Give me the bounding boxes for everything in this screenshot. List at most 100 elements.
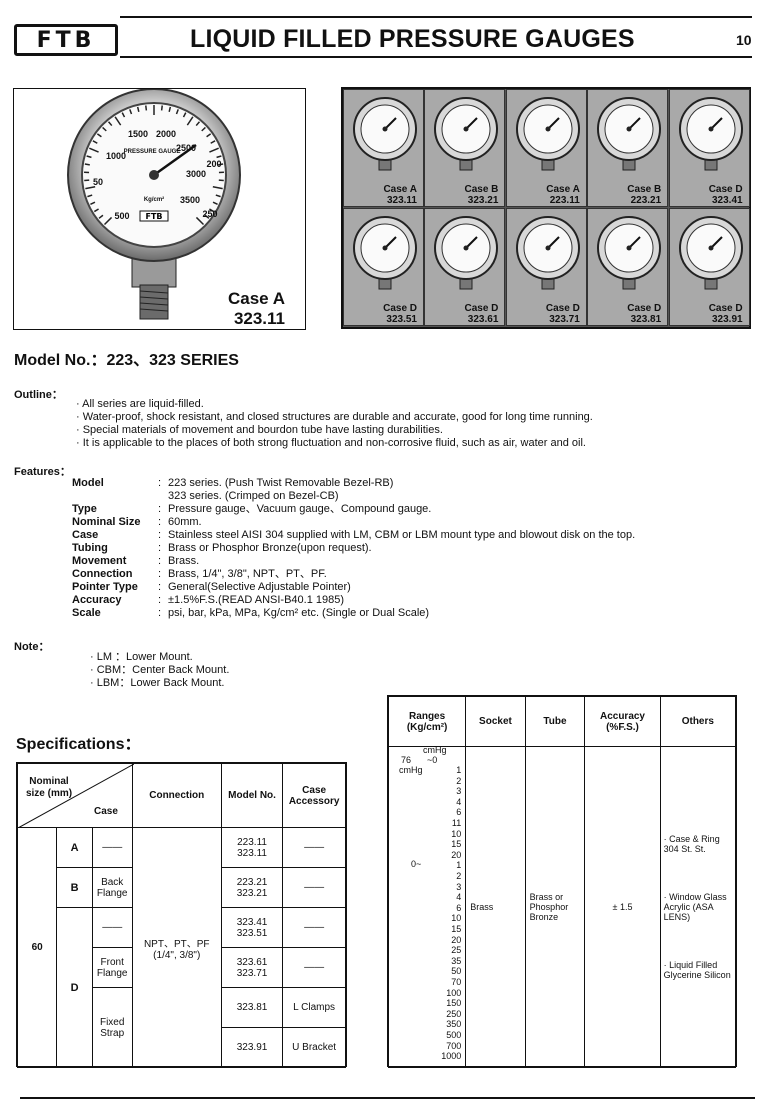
feature-colon: : — [158, 555, 162, 567]
front-flange: Front Flange — [91, 947, 133, 988]
feature-key: Scale — [72, 607, 101, 619]
range-value: 50 — [451, 966, 462, 977]
page-title: LIQUID FILLED PRESSURE GAUGES — [190, 25, 635, 53]
range-value: 35 — [451, 955, 462, 966]
range-value: 1000 — [441, 1051, 462, 1062]
gauge-icon — [515, 97, 580, 171]
vacuum-unit: cmHg — [423, 745, 447, 755]
dial-tick — [209, 147, 219, 153]
vacuum-value: ~0 — [427, 755, 438, 765]
feature-row: Accuracy:±1.5%F.S.(READ ANSI-B40.1 1985) — [72, 594, 762, 607]
feature-key: Nominal Size — [72, 516, 141, 528]
footer-rule — [20, 1097, 755, 1099]
note-list: · LM ：Lower Mount. · CBM：Center Back Mou… — [90, 651, 390, 690]
feature-colon — [158, 490, 168, 503]
range-value: 3 — [456, 786, 462, 797]
connection-types: NPT、PT、PF — [143, 938, 210, 950]
feature-row: Pointer Type:General(Selective Adjustabl… — [72, 581, 762, 594]
dial-tick — [218, 163, 224, 166]
dial-tick — [195, 121, 201, 127]
dial-tick — [114, 116, 122, 126]
others-item: · Case & Ring 304 St. St. — [663, 834, 720, 854]
others-item: · Window Glass Acrylic (ASA LENS) — [663, 892, 727, 922]
gauge-case-label: Case B — [627, 184, 662, 195]
nominal-size-value: 60 — [16, 827, 58, 1068]
feature-key: Movement — [72, 555, 127, 567]
gauge-icon — [597, 97, 662, 171]
model-number: 323.21 — [236, 887, 268, 899]
range-value: 20 — [451, 934, 462, 945]
feature-colon: : — [158, 594, 162, 606]
feature-row: Nominal Size:60mm. — [72, 516, 762, 529]
gauge-case-label: Case D — [545, 303, 580, 314]
range-value: 15 — [451, 924, 462, 934]
gauge-case-label: Case D — [383, 303, 417, 314]
nominal-size-header: Nominal size (mm) Case — [17, 763, 134, 828]
dial-tick — [204, 214, 210, 219]
dial-tick — [89, 147, 99, 153]
dial-tick — [216, 155, 222, 159]
model-number: 323.91 — [220, 1027, 284, 1068]
dial-tick — [87, 194, 93, 198]
range-value: 25 — [451, 945, 462, 956]
connection-value: NPT、PT、PF (1/4", 3/8") — [131, 827, 222, 1068]
gauge-illustration: 50 500 1000 1500 2000 2500 3000 3500 200… — [67, 88, 241, 320]
case-a: A — [56, 827, 93, 868]
nominal-size-label: Nominal size (mm) — [25, 776, 73, 799]
note-heading: Note： — [14, 641, 50, 653]
others-item: · Liquid Filled Glycerine Silicon — [663, 960, 731, 980]
dial-tick — [90, 201, 96, 205]
connection-header: Connection — [131, 763, 222, 828]
gauge-case-label: Case D — [708, 303, 743, 314]
feature-key: Type — [72, 503, 97, 515]
dial-tick — [212, 201, 218, 205]
outline-item: · All series are liquid-filled. — [76, 398, 204, 410]
gauge-model-number: 223.11 — [549, 195, 580, 206]
feature-row: Type:Pressure gauge、Vacuum gauge、Compoun… — [72, 503, 762, 516]
dial-tick — [168, 106, 172, 112]
gauge-icon — [678, 216, 743, 290]
accuracy-value: ± 1.5 — [584, 746, 661, 1068]
gauge-model-number: 323.81 — [630, 314, 662, 325]
range-value: 700 — [446, 1040, 462, 1051]
feature-row: Scale:psi, bar, kPa, MPa, Kg/cm² etc. (S… — [72, 607, 762, 620]
gauge-icon — [434, 216, 499, 290]
photo-case-label: Case A — [227, 289, 285, 308]
specifications-table: Nominal size (mm) Case Connection Model … — [16, 762, 347, 1068]
dial-tick — [182, 112, 187, 118]
gauge-model-number: 323.21 — [467, 195, 499, 206]
connection-sizes: (1/4", 3/8") — [153, 949, 201, 961]
gauge-model-number: 223.21 — [630, 195, 662, 206]
feature-value: 323 series. (Crimped on Bezel-CB) — [168, 490, 339, 502]
range-value: 6 — [456, 807, 462, 818]
dial-scale-label: 250 — [202, 209, 217, 219]
header-rule-top — [120, 16, 752, 18]
feature-colon: : — [158, 568, 162, 580]
dial-tick — [85, 185, 96, 190]
feature-colon: : — [158, 542, 162, 554]
model-heading: Model No.：223、323 SERIES — [14, 352, 239, 369]
model-number: 223.11 — [237, 836, 267, 848]
gauge-icon — [353, 216, 417, 290]
tube-header: Tube — [524, 696, 586, 747]
dial-scale-label: 200 — [206, 159, 221, 169]
main-gauge-photo: 50 500 1000 1500 2000 2500 3000 3500 200… — [13, 88, 306, 330]
dial-tick — [121, 112, 126, 118]
feature-value: Brass, 1/4", 3/8", NPT、PT、PF. — [168, 568, 327, 580]
ranges-table: Ranges (Kg/cm²) Socket Tube Accuracy (%F… — [387, 695, 737, 1068]
feature-key — [72, 490, 158, 503]
accessory-cell: —— — [282, 947, 346, 988]
dial-tick — [98, 214, 104, 219]
ftb-logo: FTB — [14, 24, 118, 56]
feature-colon: : — [158, 581, 162, 593]
dial-tick — [175, 109, 179, 115]
outline-item: · Special materials of movement and bour… — [76, 424, 443, 436]
feature-colon: : — [158, 516, 162, 528]
photo-model-number: 323.11 — [233, 309, 285, 328]
range-value: 150 — [446, 998, 462, 1009]
feature-colon: : — [158, 607, 162, 619]
